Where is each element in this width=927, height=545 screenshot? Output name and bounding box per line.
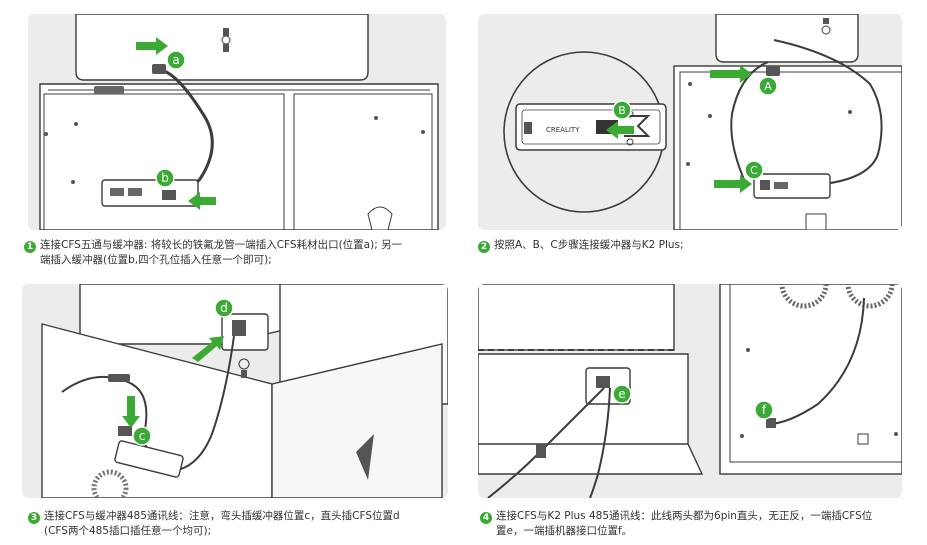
marker-f-circle: [754, 400, 774, 420]
marker-f: f: [762, 403, 767, 417]
illustration-panel-3: c d: [22, 284, 448, 498]
buffer-to-k2-illustration: CREALITY A B C: [503, 14, 902, 230]
cfs-485-cable-illustration: c d: [41, 284, 448, 498]
caption-step-4-line2: 置e，一端插机器接口位置f。: [496, 525, 633, 537]
caption-step-2: 2 按照A、B、C步骤连接缓冲器与K2 Plus;: [478, 238, 902, 253]
step-number-1: 1: [24, 241, 36, 253]
caption-step-1-line1: 连接CFS五通与缓冲器: 将较长的铁氟龙管一端插入CFS耗材出口(位置a); 另…: [40, 239, 403, 251]
illustration-panel-2: CREALITY A B C: [478, 14, 902, 230]
marker-B: B: [618, 104, 626, 117]
marker-C-circle: [744, 160, 764, 180]
marker-c: c: [139, 429, 146, 443]
marker-b-circle: [155, 168, 175, 188]
marker-A: A: [764, 80, 772, 93]
marker-a-circle: [166, 50, 186, 70]
marker-B-circle: [612, 100, 632, 120]
marker-C: C: [750, 164, 758, 177]
caption-step-4: 4 连接CFS与K2 Plus 485通讯线：此线两头都为6pin直头，无正反，一…: [480, 509, 904, 539]
caption-step-1-line2: 端插入缓冲器(位置b,四个孔位插入任意一个即可);: [40, 254, 272, 266]
step-number-4: 4: [480, 512, 492, 524]
step-number-2: 2: [478, 241, 490, 253]
caption-step-3-line1: 连接CFS与缓冲器485通讯线：注意，弯头插缓冲器位置c，直头插CFS位置d: [44, 510, 400, 522]
caption-step-2-line1: 按照A、B、C步骤连接缓冲器与K2 Plus;: [494, 239, 684, 251]
cfs-to-k2-485-illustration: e f: [478, 284, 902, 498]
marker-A-circle: [758, 76, 778, 96]
cfs-to-buffer-illustration: a b: [39, 14, 439, 230]
step-number-3: 3: [28, 512, 40, 524]
illustration-panel-4: e f: [478, 284, 902, 498]
caption-step-3-line2: (CFS两个485插口插任意一个均可);: [44, 525, 212, 537]
illustration-panel-1: a b: [28, 14, 446, 230]
marker-d: d: [220, 301, 228, 315]
marker-b: b: [161, 171, 169, 185]
caption-step-4-line1: 连接CFS与K2 Plus 485通讯线：此线两头都为6pin直头，无正反，一端…: [496, 510, 873, 522]
marker-e: e: [618, 387, 625, 401]
caption-step-1: 1 连接CFS五通与缓冲器: 将较长的铁氟龙管一端插入CFS耗材出口(位置a); …: [24, 238, 444, 268]
creality-logo: CREALITY: [546, 126, 580, 134]
marker-d-circle: [214, 298, 234, 318]
marker-a: a: [172, 53, 179, 67]
marker-c-circle: [132, 426, 152, 446]
marker-e-circle: [612, 384, 632, 404]
